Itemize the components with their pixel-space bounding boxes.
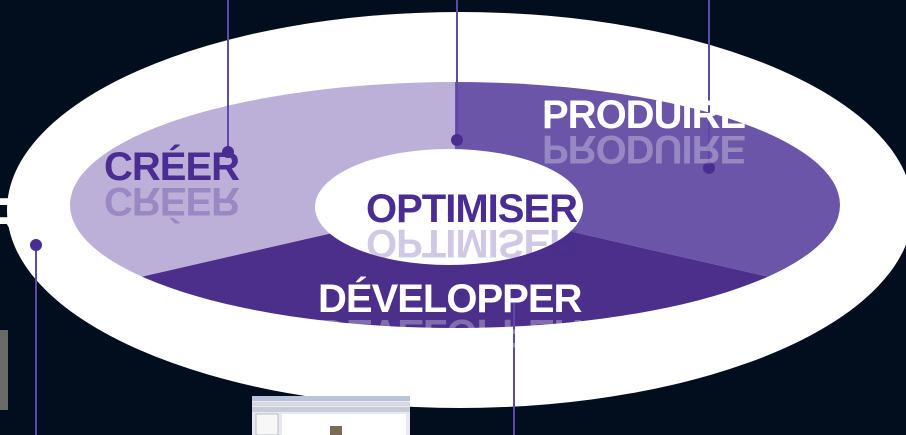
label-produire: PRODUIRE	[542, 93, 745, 137]
segment-developper	[70, 205, 840, 328]
center-ellipse	[315, 149, 583, 265]
leader-dots	[30, 134, 715, 301]
label-produire-reflection: PRODUIRE	[542, 127, 745, 171]
leader-dot-produire	[703, 162, 715, 174]
left-edge-photo	[0, 330, 8, 410]
thumbnail-screenshot	[252, 396, 410, 435]
leader-dot-creer	[222, 146, 234, 158]
label-developper: DÉVELOPPER	[318, 276, 583, 321]
leader-dot-developper	[508, 289, 520, 301]
segment-labels: CRÉER CRÉER PRODUIRE PRODUIRE OPTIMISER …	[104, 93, 746, 356]
leader-lines	[35, 0, 710, 435]
leader-dot-optimiser	[451, 134, 463, 146]
leader-dot-ring	[30, 239, 42, 251]
label-optimiser-reflection: OPTIMISER	[366, 221, 578, 265]
label-creer: CRÉER	[104, 144, 240, 189]
label-developper-reflection: DÉVELOPPER	[318, 311, 583, 356]
label-creer-reflection: CRÉER	[104, 179, 240, 224]
label-optimiser: OPTIMISER	[366, 187, 578, 231]
